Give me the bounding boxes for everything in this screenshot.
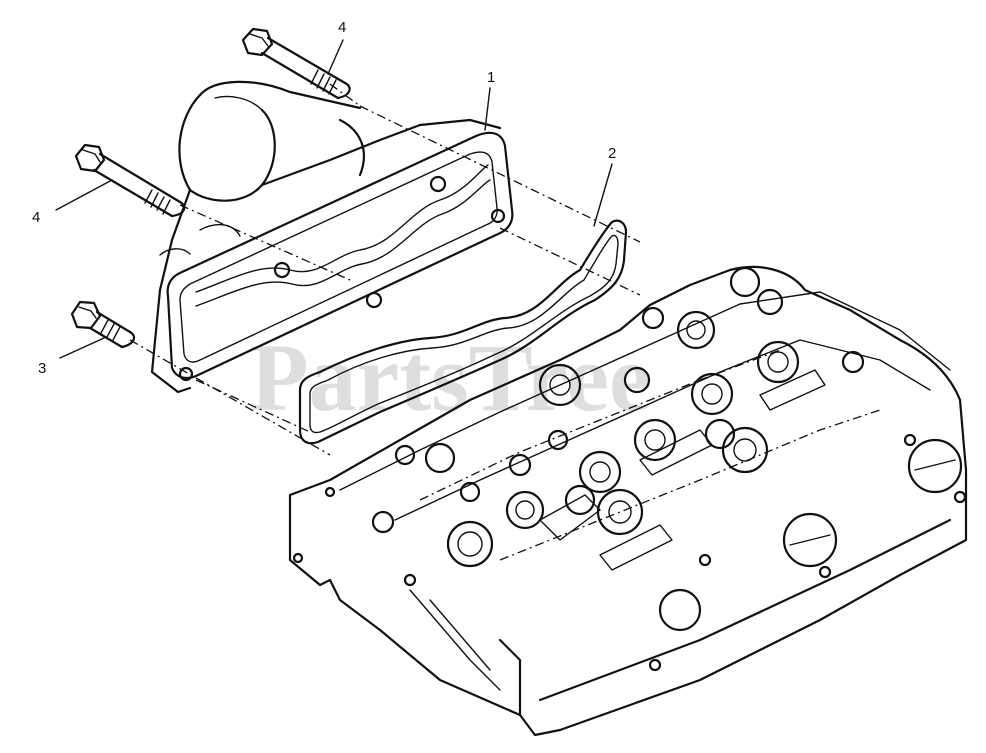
- cylinder-head: [288, 265, 968, 737]
- callout-label-1: 1: [487, 69, 495, 86]
- alignment-lines: [129, 83, 641, 456]
- watermark-text: PartsTree: [250, 324, 652, 431]
- callout-label-3: 3: [38, 360, 46, 377]
- callout-label-4-upper: 4: [338, 19, 346, 36]
- bolt-4-lower: [74, 143, 186, 218]
- callout-label-2: 2: [608, 145, 616, 162]
- bolt-3: [70, 300, 136, 349]
- exhaust-manifold: [150, 80, 514, 394]
- callout-leaders: [55, 39, 613, 359]
- bolt-4-upper: [241, 27, 351, 100]
- callout-label-4-lower: 4: [32, 209, 40, 226]
- manifold-gasket: [298, 219, 628, 445]
